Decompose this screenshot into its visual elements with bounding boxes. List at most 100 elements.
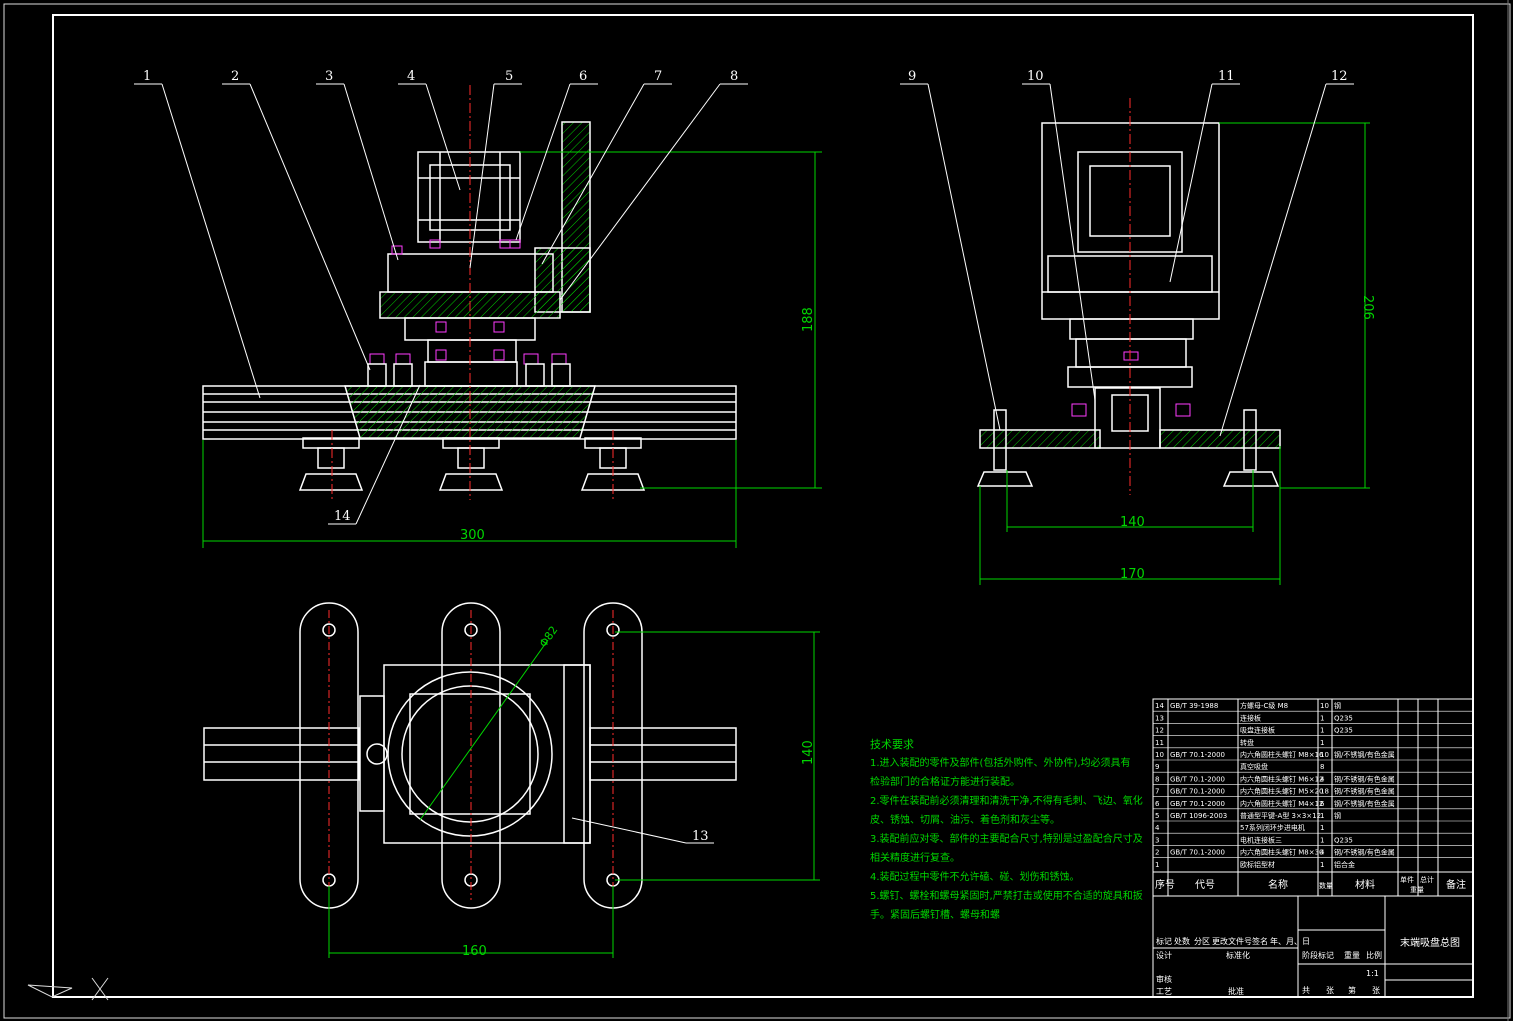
- bom-cell: 钢/不锈钢/有色金属: [1334, 848, 1395, 857]
- bom-header-weight: 重量: [1410, 886, 1424, 894]
- part-label-7: 7: [654, 69, 662, 84]
- part-label-11: 11: [1218, 69, 1235, 84]
- bom-cell: 钢/不锈钢/有色金属: [1334, 799, 1395, 808]
- bom-cell: 吸盘连接板: [1240, 726, 1275, 735]
- bom-cell: 5: [1155, 812, 1159, 820]
- turntable-bolt-circle: [387, 671, 553, 837]
- suction-cup-plate-side: [1159, 429, 1281, 449]
- bom-cell: 14: [1155, 702, 1164, 710]
- bom-cell: 2: [1155, 849, 1159, 857]
- bom-cell: 1: [1155, 861, 1159, 869]
- dim-top-height: 140: [801, 740, 816, 765]
- bom-cell: 内六角圆柱头螺钉 M8×30: [1240, 848, 1324, 857]
- dim-front-height: 188: [801, 307, 816, 332]
- bom-cell: Q235: [1334, 727, 1353, 735]
- top-dimensions: [328, 631, 820, 958]
- tech-line: 皮、锈蚀、切屑、油污、着色剂和灰尘等。: [870, 815, 1060, 826]
- front-dimensions: [202, 151, 822, 548]
- bom-cell: 10: [1155, 751, 1164, 759]
- bom-cell: 钢: [1334, 811, 1341, 820]
- bom-cell: 转盘: [1240, 738, 1254, 747]
- side-dimensions: [979, 122, 1370, 585]
- bom-cell: 18: [1320, 788, 1329, 796]
- dim-side-outer: 170: [1120, 567, 1145, 582]
- bom-cell: 9: [1155, 763, 1159, 771]
- front-view: [202, 85, 737, 500]
- tech-line: 3.装配前应对零、部件的主要配合尺寸,特别是过盈配合尺寸及: [870, 834, 1143, 845]
- bom-cell: 12: [1155, 727, 1164, 735]
- tech-line: 2.零件在装配前必须清理和清洗干净,不得有毛刺、飞边、氧化: [870, 796, 1143, 807]
- tb-change-doc: 更改文件号: [1212, 936, 1252, 946]
- part-label-2: 2: [231, 69, 239, 84]
- dim-side-height: 206: [1360, 295, 1375, 320]
- bom-header-qty: 数量: [1319, 881, 1333, 890]
- bom-cell: 内六角圆柱头螺钉 M4×12: [1240, 799, 1324, 808]
- bom-cell: GB/T 39-1988: [1170, 702, 1218, 710]
- bom-cell: 11: [1155, 739, 1164, 747]
- part-label-9: 9: [908, 69, 916, 84]
- bom-cell: 1: [1320, 836, 1324, 844]
- technical-requirements: 技术要求 1.进入装配的零件及部件(包括外购件、外协件),均必须具有 检验部门的…: [870, 735, 1143, 925]
- dim-front-width: 300: [460, 528, 485, 543]
- bom-cell: 13: [1155, 714, 1164, 722]
- tb-page-sheet: 张: [1372, 986, 1380, 995]
- tech-line: 4.装配过程中零件不允许磕、碰、划伤和锈蚀。: [870, 872, 1080, 883]
- bom-cell: 6: [1155, 800, 1160, 808]
- bom-cell: GB/T 70.1-2000: [1170, 788, 1225, 796]
- bom-cell: Q235: [1334, 836, 1353, 844]
- top-view: [203, 602, 737, 909]
- part-label-3: 3: [325, 69, 333, 84]
- bom-cell: 7: [1155, 788, 1159, 796]
- bom-cell: 8: [1320, 763, 1324, 771]
- part-label-10: 10: [1027, 69, 1044, 84]
- bom-cell: Q235: [1334, 714, 1353, 722]
- part-number-labels: 1 2 3 4 5 6 7 8 9 10 11 12 13 14: [143, 69, 1348, 844]
- bom-cell: 真空吸盘: [1240, 762, 1268, 771]
- bom-cell: 8: [1155, 775, 1159, 783]
- tech-title: 技术要求: [870, 738, 914, 751]
- part-label-4: 4: [407, 69, 415, 84]
- tech-line: 1.进入装配的零件及部件(包括外购件、外协件),均必须具有: [870, 758, 1131, 769]
- part-label-14: 14: [334, 509, 351, 524]
- bom-cell: 连接板: [1240, 713, 1261, 722]
- bom-cell: 6: [1320, 800, 1325, 808]
- part-label-13: 13: [692, 829, 709, 844]
- tb-sheet: 张: [1326, 986, 1334, 995]
- ucs-icon: [27, 977, 109, 1001]
- tech-line: 手。紧固后螺钉槽、螺母和螺: [870, 910, 1000, 921]
- bom-cell: 钢/不锈钢/有色金属: [1334, 787, 1395, 796]
- bom-cell: GB/T 1096-2003: [1170, 812, 1227, 820]
- bom-cell: 1: [1320, 812, 1324, 820]
- bom-cell: 1: [1320, 727, 1324, 735]
- bom-cell: 内六角圆柱头螺钉 M5×20: [1240, 787, 1324, 796]
- tb-reviewer: 审核: [1156, 974, 1172, 984]
- suction-cup-front: [298, 437, 646, 491]
- drawing-frame: [52, 14, 1474, 998]
- bom-cell: 1: [1320, 861, 1324, 869]
- bom-cell: 1: [1320, 824, 1324, 832]
- tb-standardize: 标准化: [1226, 950, 1250, 960]
- tb-designer: 设计: [1156, 950, 1172, 960]
- bom-cell: 3: [1155, 836, 1159, 844]
- dim-top-width: 160: [462, 944, 487, 959]
- drawing-title: 末端吸盘总图: [1400, 936, 1460, 949]
- bom-header-material: 材料: [1355, 878, 1375, 891]
- bom-cell: GB/T 70.1-2000: [1170, 849, 1225, 857]
- bom-cell: 方螺母-C级 M8: [1240, 701, 1288, 710]
- bom-header-remark: 备注: [1446, 878, 1466, 891]
- bom-header-code: 代号: [1195, 879, 1215, 891]
- bom-header: 序号 代号 名称 数量 材料 单件 总计 重量 备注: [1155, 875, 1466, 894]
- bom-cell: 4: [1320, 775, 1325, 783]
- part-label-8: 8: [730, 69, 738, 84]
- tb-approve: 批准: [1228, 986, 1244, 996]
- outer-frame: [3, 3, 1511, 1019]
- tb-count: 处数: [1174, 936, 1190, 946]
- bom-cell: 钢/不锈钢/有色金属: [1334, 774, 1395, 783]
- bom-cell: 钢: [1334, 701, 1341, 710]
- bom-cell: 57系列闭环步进电机: [1240, 823, 1305, 832]
- part-label-6: 6: [579, 69, 587, 84]
- bom-cell: 内六角圆柱头螺钉 M8×16: [1240, 750, 1324, 759]
- bom-cell: 1: [1320, 739, 1324, 747]
- tech-line: 5.螺钉、螺栓和螺母紧固时,严禁打击或使用不合适的旋具和扳: [870, 891, 1143, 902]
